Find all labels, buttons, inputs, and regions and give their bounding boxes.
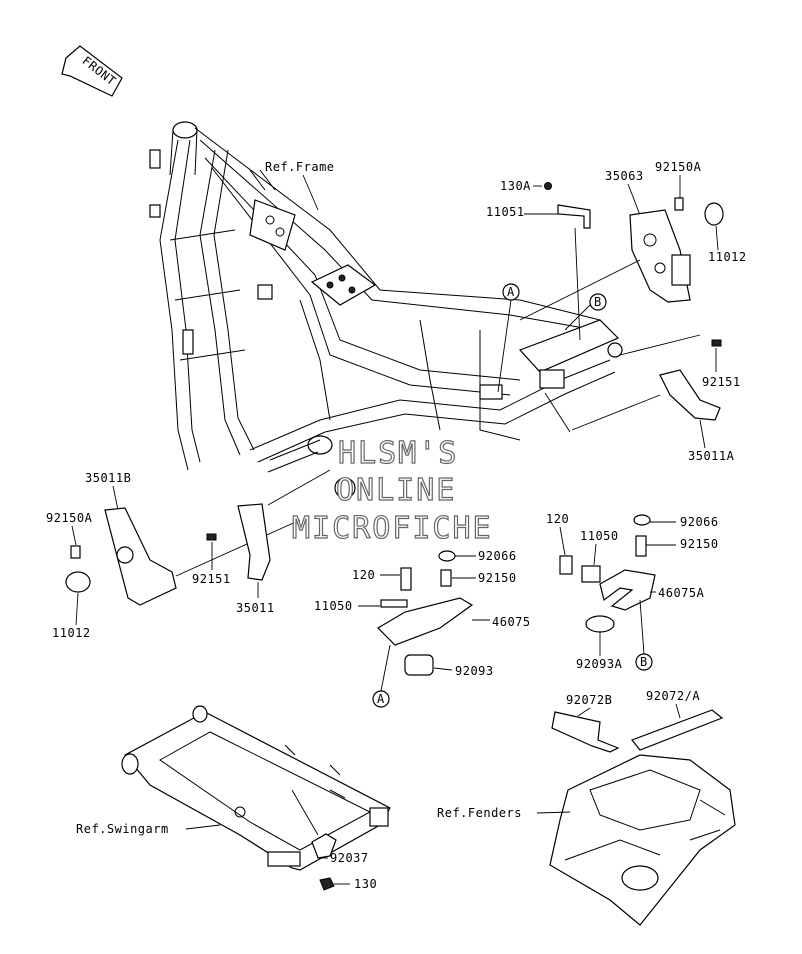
bolt-120-mid-icon (400, 567, 412, 591)
front-arrow-icon: FRONT (61, 45, 123, 97)
svg-text:A: A (377, 692, 385, 706)
callout-b-bottom: B (635, 599, 653, 671)
bolt-92150-right-icon (635, 535, 647, 557)
svg-text:B: B (594, 295, 602, 309)
label-35011A: 35011A (688, 449, 735, 463)
grommet-92093-icon (404, 654, 434, 676)
svg-text:B: B (640, 655, 648, 669)
fender-assembly (549, 754, 736, 926)
strap-92072A-icon (631, 709, 724, 751)
label-130A: 130A (500, 179, 531, 193)
bolt-92150-mid-icon (440, 569, 452, 587)
swingarm-assembly (121, 705, 391, 871)
label-92093: 92093 (455, 664, 494, 678)
watermark: HLSM'S ONLINE MICROFICHE (291, 435, 493, 546)
label-92066-mid: 92066 (478, 549, 517, 563)
bracket-35011A-icon (659, 369, 721, 421)
callout-a-bottom: A (372, 644, 391, 708)
frame-assembly (149, 121, 623, 499)
label-92150A-top: 92150A (655, 160, 702, 174)
grommet-92093A-icon (585, 615, 615, 633)
cap-11012-right-icon (704, 202, 724, 226)
pin-11050-mid-icon (380, 599, 408, 608)
guard-35011B-icon (104, 507, 177, 606)
bolt-92151-right-icon (711, 339, 722, 347)
bolt-120-right-icon (559, 555, 573, 575)
label-120-right: 120 (546, 512, 569, 526)
svg-text:A: A (507, 285, 515, 299)
holder-46075A-icon (599, 569, 656, 611)
svg-text:HLSM'S: HLSM'S (338, 436, 458, 471)
nut-130-icon (319, 877, 335, 891)
svg-text:ONLINE: ONLINE (336, 473, 456, 508)
callout-b-top: B (564, 293, 607, 331)
label-92093A: 92093A (576, 657, 623, 671)
bracket-35011-icon (237, 503, 271, 581)
cap-92066-mid-icon (438, 550, 456, 562)
bolt-92150A-left-icon (70, 545, 81, 559)
label-35011: 35011 (236, 601, 275, 615)
label-120-mid: 120 (352, 568, 375, 582)
clip-92037-icon (311, 833, 337, 859)
cap-92066-right-icon (633, 514, 651, 526)
label-11050-mid: 11050 (314, 599, 353, 613)
label-11051: 11051 (486, 205, 525, 219)
label-11012-left: 11012 (52, 626, 91, 640)
ref-frame-label: Ref.Frame (265, 160, 335, 174)
label-92150A-left: 92150A (46, 511, 93, 525)
label-46075A: 46075A (658, 586, 705, 600)
label-92151-right: 92151 (702, 375, 741, 389)
label-35011B: 35011B (85, 471, 131, 485)
label-92072A: 92072/A (646, 689, 700, 703)
holder-46075-icon (377, 597, 474, 646)
callout-a-top: A (497, 283, 520, 393)
label-92037: 92037 (330, 851, 369, 865)
label-11012-right: 11012 (708, 250, 747, 264)
pin-11050-right-icon (581, 565, 601, 583)
svg-text:MICROFICHE: MICROFICHE (292, 511, 493, 546)
guard-35063-icon (629, 209, 691, 303)
ref-fenders-label: Ref.Fenders (437, 806, 522, 820)
label-46075: 46075 (492, 615, 531, 629)
label-92150-right: 92150 (680, 537, 719, 551)
bracket-11051-icon (557, 204, 591, 229)
bolt-92151-left-icon (206, 533, 217, 541)
cap-11012-left-icon (65, 571, 91, 593)
label-92072B: 92072B (566, 693, 612, 707)
strap-92072B-icon (551, 711, 620, 753)
bolt-92150A-top-icon (674, 197, 684, 211)
bolt-130A-icon (544, 182, 552, 190)
label-35063: 35063 (605, 169, 644, 183)
label-92066-right: 92066 (680, 515, 719, 529)
label-130: 130 (354, 877, 377, 891)
ref-swingarm-label: Ref.Swingarm (76, 822, 169, 836)
label-92151-left: 92151 (192, 572, 231, 586)
label-92150-mid: 92150 (478, 571, 517, 585)
label-11050-right: 11050 (580, 529, 619, 543)
